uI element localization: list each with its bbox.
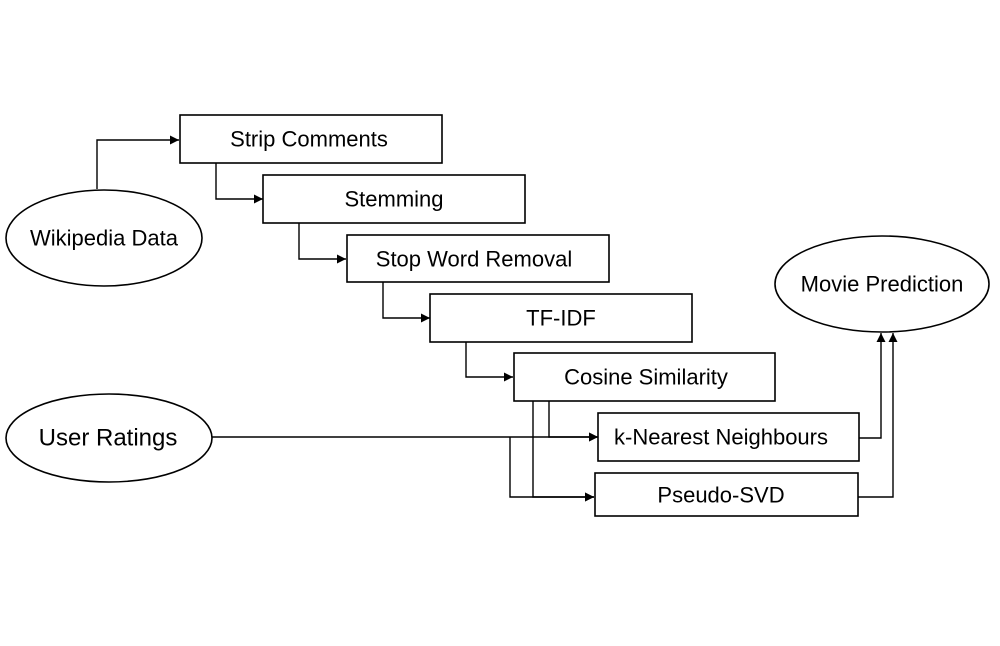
node-label: k-Nearest Neighbours: [614, 425, 828, 450]
edge-stop-word-removal-to-tf-idf: [382, 282, 430, 323]
node-strip-comments: Strip Comments: [179, 114, 443, 164]
node-user-ratings: User Ratings: [5, 393, 213, 483]
node-label: TF-IDF: [526, 306, 596, 331]
node-label: Cosine Similarity: [564, 365, 728, 390]
node-knn: k-Nearest Neighbours: [597, 412, 860, 462]
node-label: Movie Prediction: [801, 272, 964, 297]
node-movie-prediction: Movie Prediction: [774, 235, 990, 333]
node-label: Pseudo-SVD: [657, 483, 784, 508]
node-stemming: Stemming: [262, 174, 526, 224]
node-stop-word-removal: Stop Word Removal: [346, 234, 610, 283]
edge-cosine-similarity-to-knn: [548, 401, 598, 442]
edge-stemming-to-stop-word-removal: [298, 223, 346, 264]
edge-wikipedia-to-strip-comments: [96, 135, 179, 189]
node-cosine-similarity: Cosine Similarity: [513, 352, 776, 402]
edge-user-ratings-to-pseudo-svd: [509, 437, 594, 502]
node-label: Stop Word Removal: [376, 247, 572, 272]
node-label: Strip Comments: [230, 127, 388, 152]
node-label: Wikipedia Data: [30, 226, 179, 251]
node-pseudo-svd: Pseudo-SVD: [594, 472, 859, 517]
edge-knn-to-movie-prediction: [859, 333, 886, 439]
edge-strip-comments-to-stemming: [215, 163, 263, 204]
node-tf-idf: TF-IDF: [429, 293, 693, 343]
node-label: Stemming: [344, 187, 443, 212]
edges: [96, 135, 898, 502]
node-label: User Ratings: [39, 425, 178, 452]
edge-cosine-similarity-to-pseudo-svd: [532, 401, 594, 502]
node-wikipedia-data: Wikipedia Data: [5, 189, 203, 287]
edge-pseudo-svd-to-movie-prediction: [858, 333, 898, 498]
edge-tf-idf-to-cosine-similarity: [465, 342, 513, 382]
